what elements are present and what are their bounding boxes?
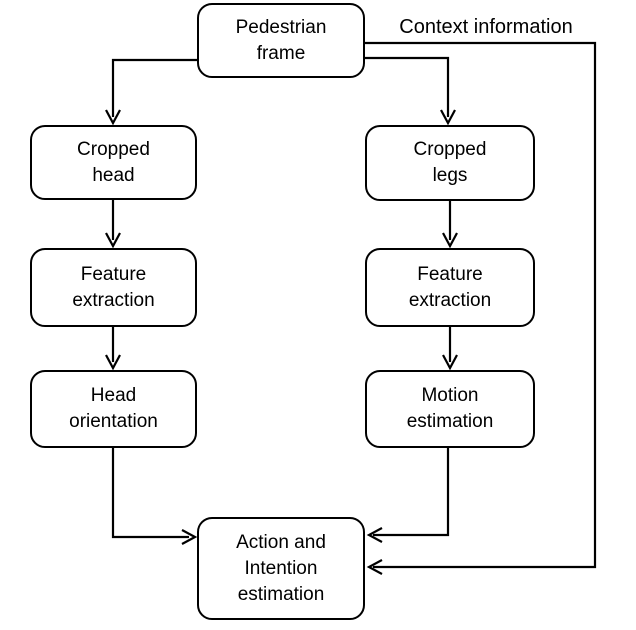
context-information-label: Context information: [399, 16, 573, 38]
edge-line: [365, 41, 597, 569]
node-label: Pedestrian frame: [235, 16, 327, 64]
node-feature-extraction-head: Feature extraction: [30, 248, 197, 327]
arrowhead-down-icon: [442, 354, 458, 371]
edge-line: [111, 448, 189, 539]
node-label: Head orientation: [69, 385, 158, 432]
edge-feature-to-motion: [442, 327, 458, 371]
edge-frame-to-cropped-legs: [365, 56, 456, 126]
node-cropped-legs: Cropped legs: [365, 125, 535, 201]
edge-context-information: [365, 41, 597, 575]
edge-line: [111, 58, 197, 117]
arrowhead-left-icon: [366, 559, 383, 575]
edge-feature-to-head-orientation: [105, 327, 121, 371]
arrowhead-right-icon: [181, 529, 198, 545]
node-cropped-head: Cropped head: [30, 125, 197, 200]
node-motion-estimation: Motion estimation: [365, 370, 535, 448]
node-label: Cropped head: [77, 138, 150, 186]
arrowhead-left-icon: [366, 527, 383, 543]
node-label: Action and Intention estimation: [236, 531, 326, 605]
arrowhead-down-icon: [440, 109, 456, 126]
edge-legs-to-feature: [442, 201, 458, 249]
node-label: Feature extraction: [72, 263, 155, 311]
edge-frame-to-cropped-head: [105, 58, 197, 126]
node-label: Feature extraction: [408, 263, 492, 311]
node-pedestrian-frame: Pedestrian frame: [197, 3, 365, 78]
arrowhead-down-icon: [105, 232, 121, 249]
arrowhead-down-icon: [105, 109, 121, 126]
edge-head-orientation-to-action: [111, 448, 198, 545]
node-feature-extraction-legs: Feature extraction: [365, 248, 535, 327]
arrowhead-down-icon: [442, 232, 458, 249]
edge-motion-to-action: [366, 448, 450, 543]
node-action-intention-estimation: Action and Intention estimation: [197, 517, 365, 620]
edge-line: [373, 448, 450, 537]
arrowhead-down-icon: [105, 354, 121, 371]
node-label: Motion estimation: [406, 385, 494, 432]
edge-line: [365, 56, 450, 117]
node-label: Cropped legs: [413, 139, 487, 186]
node-head-orientation: Head orientation: [30, 370, 197, 448]
edge-head-to-feature: [105, 200, 121, 249]
